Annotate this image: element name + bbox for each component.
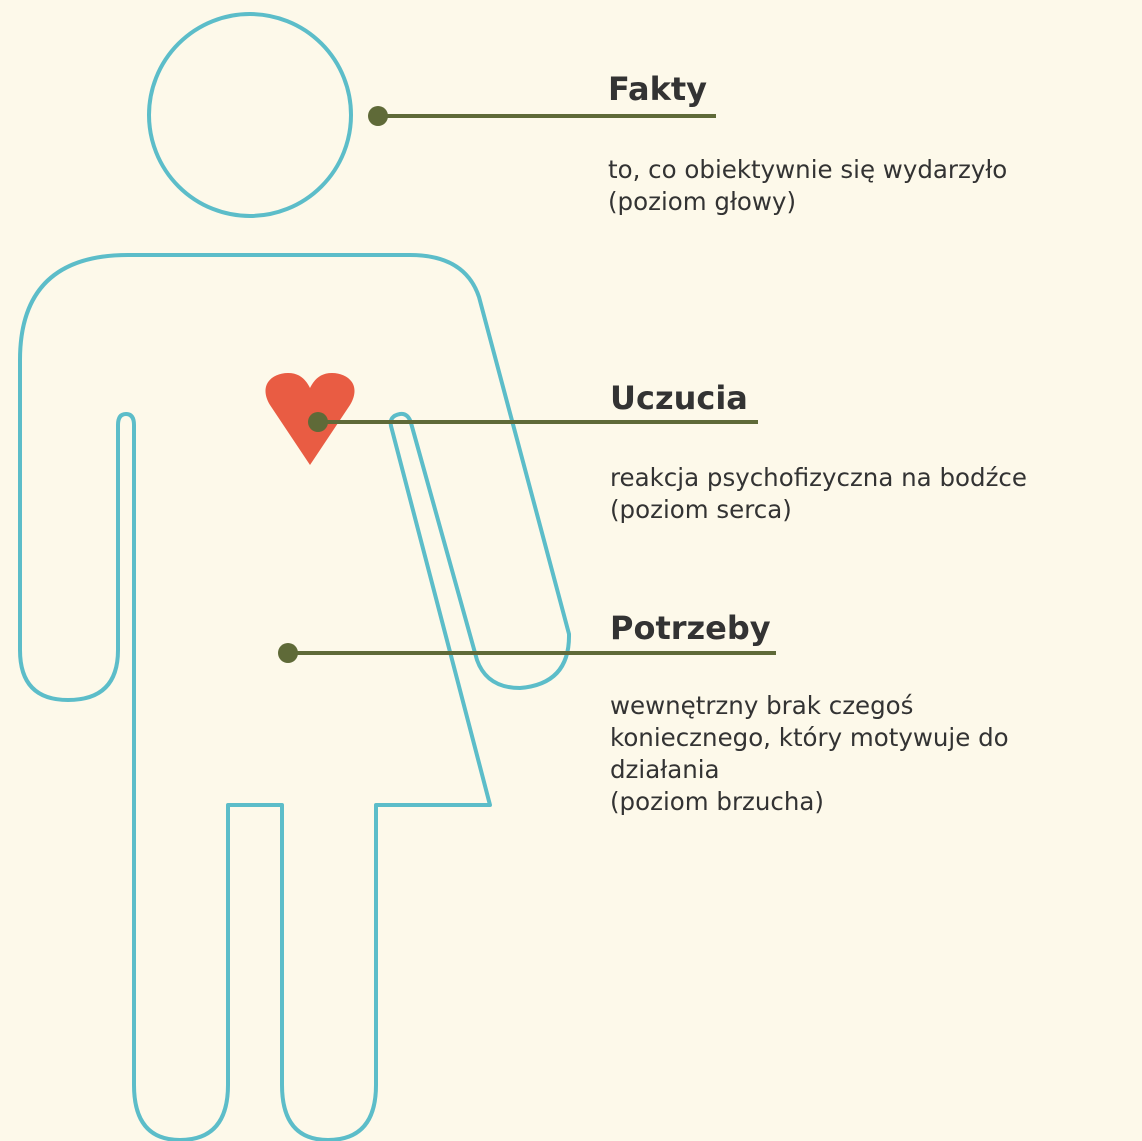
heading-uczucia: Uczucia (610, 378, 748, 418)
description-line: (poziom głowy) (608, 186, 1007, 218)
description-line: reakcja psychofizyczna na bodźce (610, 462, 1027, 494)
heading-fakty: Fakty (608, 69, 707, 109)
person-outline (20, 14, 569, 1140)
connector-fakty (368, 106, 716, 126)
description-line: (poziom brzucha) (610, 786, 1009, 818)
description-potrzeby: wewnętrzny brak czegoś koniecznego, któr… (610, 690, 1009, 818)
description-line: koniecznego, który motywuje do (610, 722, 1009, 754)
description-fakty: to, co obiektywnie się wydarzyło (poziom… (608, 154, 1007, 218)
heading-potrzeby: Potrzeby (610, 608, 771, 648)
head-outline (149, 14, 351, 216)
description-uczucia: reakcja psychofizyczna na bodźce (poziom… (610, 462, 1027, 526)
description-line: to, co obiektywnie się wydarzyło (608, 154, 1007, 186)
description-line: działania (610, 754, 1009, 786)
description-line: wewnętrzny brak czegoś (610, 690, 1009, 722)
description-line: (poziom serca) (610, 494, 1027, 526)
